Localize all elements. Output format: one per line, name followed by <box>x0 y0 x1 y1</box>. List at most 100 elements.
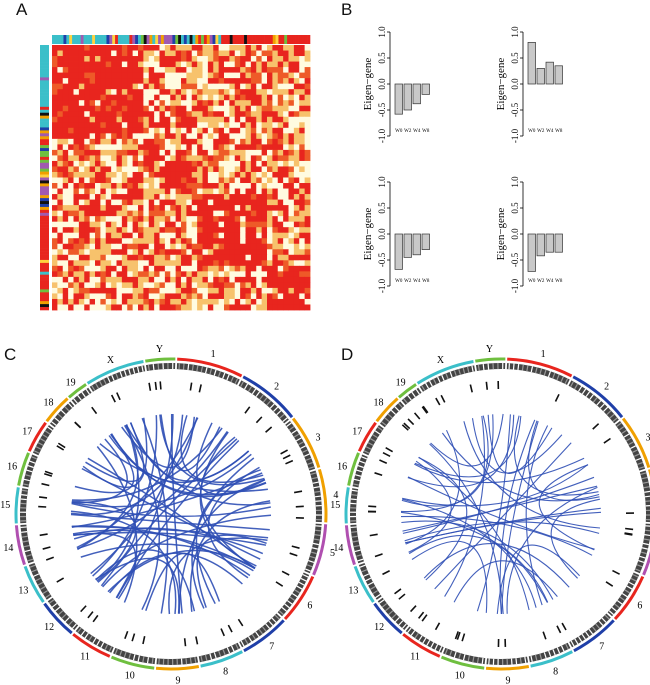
heatmap-cell <box>288 221 295 228</box>
heatmap-cell <box>250 199 257 206</box>
heatmap-cell <box>213 199 220 206</box>
heatmap-cell <box>100 78 107 85</box>
circos-link <box>108 435 250 484</box>
heatmap-cell <box>234 238 241 245</box>
heatmap-cell <box>164 227 171 234</box>
chromosome-label: 19 <box>396 377 406 388</box>
heatmap-cell <box>186 67 193 73</box>
chromosome-label: 14 <box>333 543 343 554</box>
heatmap-cell <box>62 138 69 145</box>
heatmap-cell <box>154 293 160 300</box>
heatmap-cell <box>191 232 198 239</box>
heatmap-cell <box>78 232 85 239</box>
heatmap-cell <box>304 249 311 256</box>
heatmap-cell <box>78 160 85 167</box>
heatmap-cell <box>191 199 198 206</box>
heatmap-cell <box>283 238 289 245</box>
heatmap-cell <box>293 298 300 305</box>
heatmap-cell <box>202 83 209 90</box>
heatmap-cell <box>121 271 128 278</box>
heatmap-cell <box>202 227 209 234</box>
ideogram-band <box>247 636 253 642</box>
gene-marker <box>265 426 273 433</box>
heatmap-cell <box>288 205 295 212</box>
heatmap-cell <box>272 166 279 173</box>
heatmap-cell <box>234 78 241 85</box>
heatmap-cell <box>181 265 187 272</box>
heatmap-cell <box>105 238 112 245</box>
heatmap-cell <box>277 100 284 107</box>
heatmap-cell <box>218 111 225 118</box>
ideogram-band <box>363 573 370 577</box>
heatmap-cell <box>261 188 268 195</box>
heatmap-cell <box>175 238 182 245</box>
heatmap-cell <box>245 287 252 294</box>
heatmap-cell <box>127 50 134 57</box>
heatmap-cell <box>62 111 69 118</box>
y-tick-label: -0.5 <box>377 102 387 117</box>
heatmap-cell <box>68 155 74 162</box>
heatmap-cell <box>175 205 182 212</box>
heatmap-cell <box>304 160 311 167</box>
heatmap-cell <box>116 238 123 245</box>
heatmap-cell <box>261 83 268 90</box>
gene-marker <box>291 545 300 549</box>
heatmap-cell <box>57 127 64 134</box>
heatmap-cell <box>127 210 134 217</box>
colorbar-segment <box>40 307 49 311</box>
heatmap-cell <box>261 276 268 283</box>
heatmap-cell <box>170 89 177 96</box>
heatmap-cell <box>267 238 273 245</box>
heatmap-cell <box>202 67 209 73</box>
colorbar-segment <box>40 50 49 55</box>
circos-link <box>476 414 511 612</box>
heatmap-cell <box>304 61 311 68</box>
heatmap-cell <box>250 194 257 200</box>
heatmap-cell <box>197 155 203 162</box>
heatmap-cell <box>293 144 300 151</box>
heatmap-cell <box>250 61 257 68</box>
x-tick-label: W8 <box>422 129 430 134</box>
heatmap-cell <box>159 78 166 85</box>
heatmap-cell <box>138 160 144 167</box>
heatmap-cell <box>57 138 64 145</box>
heatmap-cell <box>95 122 101 129</box>
heatmap-cell <box>68 210 74 217</box>
heatmap-cell <box>207 298 214 305</box>
heatmap-cell <box>267 116 273 123</box>
heatmap-cell <box>202 149 209 156</box>
heatmap-cell <box>229 194 236 200</box>
heatmap-cell <box>78 100 85 107</box>
heatmap-cell <box>127 227 134 234</box>
heatmap-cell <box>121 293 128 300</box>
heatmap-cell <box>68 116 74 123</box>
heatmap-cell <box>304 260 311 267</box>
heatmap-cell <box>245 276 252 283</box>
heatmap-cell <box>283 216 289 223</box>
heatmap-cell <box>197 260 203 267</box>
heatmap-cell <box>202 138 209 145</box>
heatmap-cell <box>116 72 123 79</box>
ideogram-band <box>411 391 416 398</box>
heatmap-cell <box>191 160 198 167</box>
heatmap-cell <box>89 133 96 140</box>
heatmap-cell <box>229 171 236 178</box>
ideogram-band <box>37 581 44 586</box>
heatmap-cell <box>229 249 236 256</box>
ideogram-band <box>259 394 264 400</box>
heatmap-cell <box>73 45 80 51</box>
heatmap-cell <box>245 238 252 245</box>
heatmap-cell <box>240 72 246 79</box>
colorbar-segment <box>146 35 150 44</box>
heatmap-cell <box>84 177 91 184</box>
heatmap-cell <box>224 100 230 107</box>
heatmap-cell <box>261 160 268 167</box>
heatmap-cell <box>261 194 268 200</box>
heatmap-cell <box>234 100 241 107</box>
heatmap-cell <box>256 254 263 261</box>
heatmap-cell <box>293 111 300 118</box>
heatmap-cell <box>213 265 220 272</box>
colorbar-segment <box>40 47 49 52</box>
heatmap-cell <box>283 160 289 167</box>
heatmap-cell <box>288 45 295 51</box>
